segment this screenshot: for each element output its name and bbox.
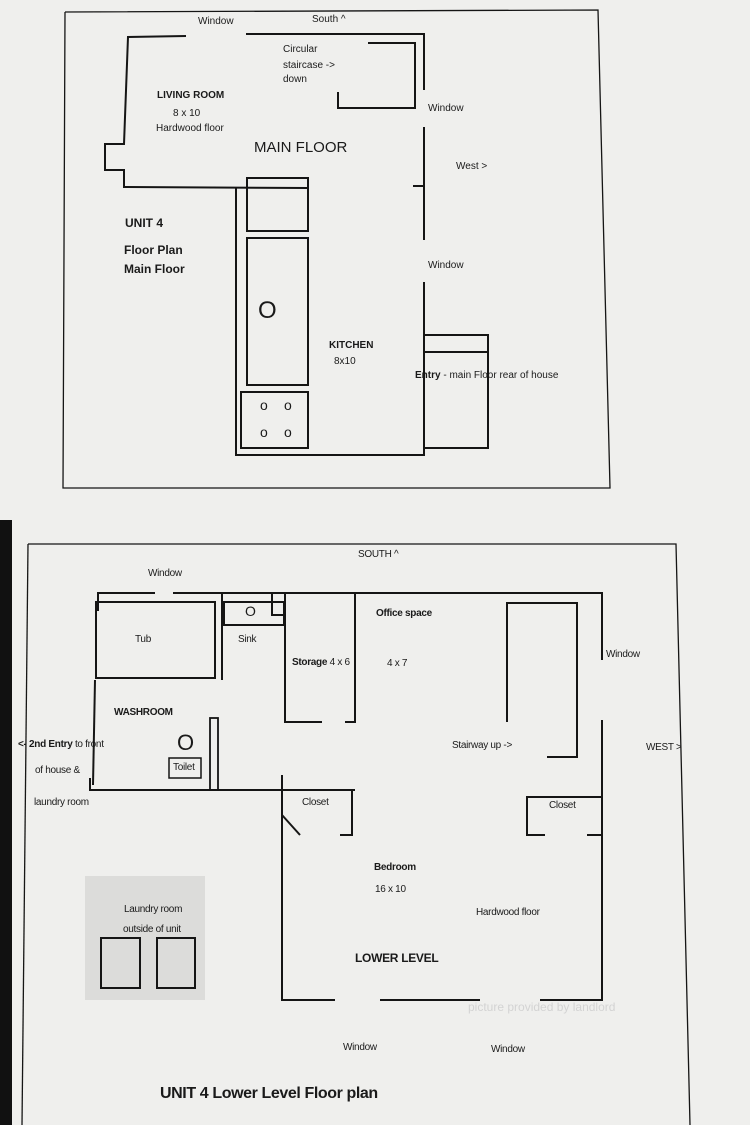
floor-plan-label: Floor Plan: [124, 243, 183, 257]
living-room-label: LIVING ROOM: [157, 90, 225, 101]
closet-right-label: Closet: [549, 800, 576, 811]
main-floor-title: MAIN FLOOR: [254, 139, 348, 156]
storage-label: Storage 4 x 6: [292, 657, 350, 670]
living-room-floor: Hardwood floor: [156, 123, 224, 134]
entry-rest: to front: [72, 739, 104, 750]
burner-icon: o: [260, 397, 268, 413]
stove: [240, 391, 309, 449]
toilet-icon: O: [177, 730, 195, 755]
staircase-label-3: down: [283, 74, 307, 85]
lower-level-frame: [28, 543, 691, 1125]
south-label: South ^: [312, 14, 346, 25]
watermark: picture provided by landlord: [468, 1000, 616, 1014]
entry-label-3: laundry room: [34, 797, 89, 808]
closet-right: [526, 796, 602, 836]
main-floor-frame: [62, 9, 611, 489]
bedroom-size: 16 x 10: [375, 884, 406, 895]
washroom-wall: [89, 778, 355, 791]
entry-steps: [424, 334, 489, 449]
entry-rest: - main Floor rear of house: [440, 370, 559, 381]
floor-plan-sub: Main Floor: [124, 262, 185, 276]
west-label: WEST >: [646, 742, 682, 753]
window-label: Window: [491, 1044, 525, 1055]
toilet-wall: [209, 717, 219, 791]
entry-bold: <- 2nd Entry: [18, 739, 73, 750]
entry-label: <- 2nd Entry to front: [18, 739, 104, 752]
living-room-wall: [104, 35, 309, 189]
window-label: Window: [148, 568, 182, 579]
tub-label: Tub: [135, 634, 151, 645]
office-size: 4 x 7: [387, 658, 408, 669]
burner-icon: o: [260, 424, 268, 440]
living-room-size: 8 x 10: [173, 108, 201, 119]
sink-label: Sink: [238, 634, 257, 645]
window-label: Window: [428, 260, 464, 271]
bedroom-label: Bedroom: [374, 862, 416, 873]
laundry-label-2: outside of unit: [123, 924, 181, 935]
south-label: SOUTH ^: [358, 549, 399, 560]
top-wall-right: [173, 592, 603, 660]
storage-wall: [284, 593, 322, 723]
lower-level-title: LOWER LEVEL: [355, 951, 439, 965]
top-wall-left: [97, 592, 155, 611]
burner-icon: o: [284, 424, 292, 440]
washer: [100, 937, 141, 989]
sink-icon: O: [258, 297, 277, 324]
toilet-label: Toilet: [173, 762, 195, 773]
entry-bold: Entry: [415, 370, 441, 381]
hardwood-label: Hardwood floor: [476, 907, 540, 918]
caption: UNIT 4 Lower Level Floor plan: [160, 1085, 378, 1102]
kitchen-label: KITCHEN: [329, 340, 374, 351]
stairway: [506, 602, 578, 758]
unit-label: UNIT 4: [125, 216, 164, 230]
burner-icon: o: [284, 397, 292, 413]
bedroom-wall: [281, 775, 335, 1001]
stairway-label: Stairway up ->: [452, 740, 512, 751]
office-label: Office space: [376, 608, 432, 619]
laundry-label-1: Laundry room: [124, 904, 183, 915]
counter-1: [246, 177, 309, 232]
right-wall: [540, 720, 603, 1001]
window-label: Window: [198, 16, 234, 27]
staircase-label-1: Circular: [283, 44, 318, 55]
sink-icon: O: [245, 603, 256, 619]
window-label: Window: [606, 649, 640, 660]
washroom-label: WASHROOM: [114, 707, 173, 718]
photo-edge: [0, 520, 12, 1125]
storage-size: 4 x 6: [327, 657, 350, 668]
entry-label: Entry - main Floor rear of house: [415, 370, 558, 383]
kitchen-size: 8x10: [334, 356, 356, 367]
staircase: [337, 42, 416, 109]
closet-left-label: Closet: [302, 797, 329, 808]
entry-label-2: of house &: [35, 765, 80, 776]
counter-2: [246, 237, 309, 386]
west-label: West >: [456, 161, 488, 172]
toilet-box: [168, 757, 202, 779]
dryer: [156, 937, 196, 989]
window-label: Window: [428, 103, 464, 114]
window-label: Window: [343, 1042, 377, 1053]
top-wall: [246, 33, 425, 90]
tub: [95, 601, 216, 679]
staircase-label-2: staircase ->: [283, 60, 335, 71]
right-wall-low: [235, 188, 425, 456]
storage-bold: Storage: [292, 657, 328, 668]
closet-left: [282, 789, 353, 836]
